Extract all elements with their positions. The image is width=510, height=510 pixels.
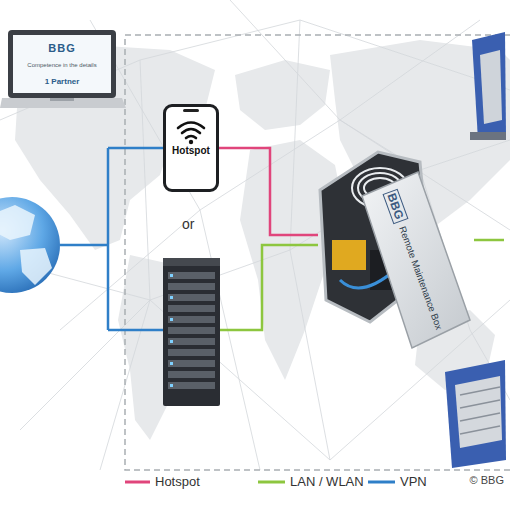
copyright-label: © BBG xyxy=(470,474,504,486)
node-text: BBG xyxy=(48,42,75,54)
lid-label: BBGRemote Maintenance Box xyxy=(370,174,460,345)
vpn-wires xyxy=(60,148,163,330)
phone-speaker xyxy=(183,109,199,112)
dashed-frame xyxy=(125,35,510,470)
rack-slot xyxy=(168,316,215,323)
server-rack xyxy=(163,258,220,406)
machine-rib xyxy=(460,387,500,395)
globe-land xyxy=(0,205,52,285)
case-lid xyxy=(362,172,470,348)
legend-text: VPN xyxy=(400,474,427,489)
hotspot-connector xyxy=(219,148,318,235)
machine-top xyxy=(470,32,506,140)
rack-led xyxy=(170,340,173,343)
vpn-wire xyxy=(108,147,163,150)
machine-rib xyxy=(460,413,500,421)
hotspot-phone: Hotspot xyxy=(163,104,219,192)
rack-body xyxy=(163,258,220,406)
vpn-wire xyxy=(107,148,110,330)
laptop-bezel xyxy=(8,30,116,98)
legend-text: LAN / WLAN xyxy=(290,474,364,489)
node-text: 1 Partner xyxy=(45,77,80,86)
rack-slot xyxy=(168,294,215,301)
rack-slot xyxy=(168,371,215,378)
rack-led xyxy=(170,274,173,277)
node-text: Competence in the details xyxy=(27,62,96,68)
rack-slot xyxy=(168,327,215,334)
rack-slot xyxy=(168,360,215,367)
machine-part xyxy=(455,376,502,448)
case-module xyxy=(332,240,366,270)
lan-wire xyxy=(220,245,318,330)
legend-text: Hotspot xyxy=(155,474,200,489)
wifi-arc xyxy=(186,136,196,138)
wifi-dot xyxy=(189,140,193,144)
rack-slot xyxy=(168,272,215,279)
legend-line xyxy=(258,481,285,484)
rack-leds xyxy=(170,274,173,387)
wifi-icon xyxy=(178,123,204,139)
node-text: BBG xyxy=(382,188,408,224)
machine-foot xyxy=(470,132,506,140)
rack-led xyxy=(170,318,173,321)
legend-line xyxy=(125,481,150,484)
wifi-arc xyxy=(182,129,200,133)
or-label: or xyxy=(182,216,194,232)
continent xyxy=(235,60,330,130)
network-lines xyxy=(0,0,510,470)
machine-ribs xyxy=(460,387,500,434)
legend-line xyxy=(368,481,395,484)
globe-sphere xyxy=(0,197,60,293)
globe xyxy=(0,197,60,293)
rack-slots xyxy=(168,272,215,389)
node-text: Remote Maintenance Box xyxy=(398,224,446,330)
phone-screen xyxy=(165,106,217,190)
rack-slot xyxy=(168,338,215,345)
rack-led xyxy=(170,296,173,299)
laptop-base xyxy=(0,98,126,108)
vpn-wire xyxy=(60,244,108,247)
machine-bottom xyxy=(445,360,506,468)
machine-frame xyxy=(472,32,506,140)
maintenance-box: BBGRemote Maintenance Box xyxy=(318,150,470,355)
laptop xyxy=(0,30,126,108)
machine-rib xyxy=(460,400,500,408)
maintenance-case xyxy=(320,152,470,348)
rack-led xyxy=(170,384,173,387)
laptop-notch xyxy=(50,98,74,101)
machine-part xyxy=(480,50,502,124)
machine-frame xyxy=(445,360,506,468)
rack-top xyxy=(163,258,220,266)
node-text: Hotspot xyxy=(172,145,210,156)
wifi-arc xyxy=(178,123,204,129)
vpn-wire xyxy=(108,329,163,332)
machine-rib xyxy=(460,426,500,434)
laptop-screen: BBG Competence in the details 1 Partner xyxy=(13,35,111,93)
rack-slot xyxy=(168,283,215,290)
rack-slot xyxy=(168,305,215,312)
rack-led xyxy=(170,362,173,365)
rack-slot xyxy=(168,349,215,356)
lan-wire xyxy=(474,239,504,242)
rack-slot xyxy=(168,382,215,389)
phone xyxy=(165,106,217,190)
